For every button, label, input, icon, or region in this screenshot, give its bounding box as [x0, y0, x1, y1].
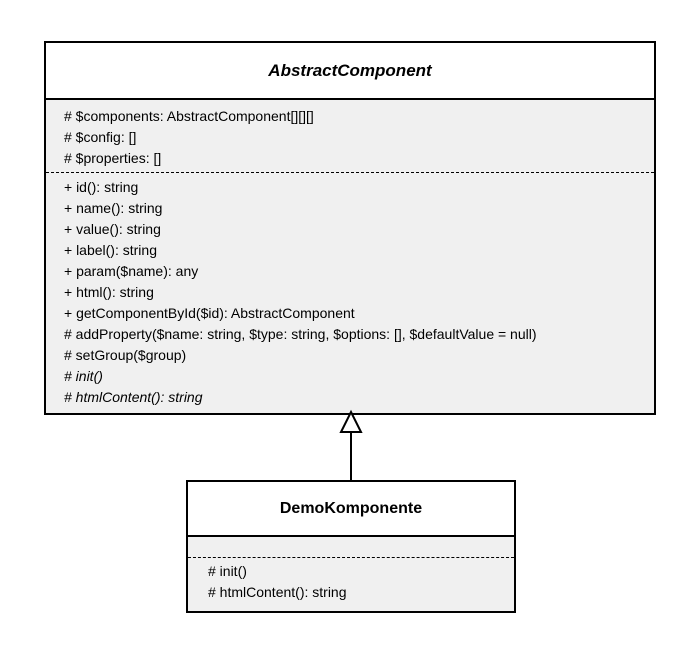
class-title-abstract-component: AbstractComponent — [46, 43, 654, 100]
operation-row-abstract: # init() — [64, 368, 103, 384]
operation-row: + param($name): any — [64, 263, 199, 279]
hollow-triangle-arrowhead-icon — [339, 409, 363, 433]
operation-row: + value(): string — [64, 221, 161, 237]
operation-row: + label(): string — [64, 242, 157, 258]
operation-row: # htmlContent(): string — [208, 584, 347, 600]
compartment-separator-dashed — [188, 557, 514, 558]
attributes-compartment-demo-komponente — [188, 537, 514, 557]
attribute-row: # $properties: [] — [64, 150, 162, 166]
operation-row: # setGroup($group) — [64, 347, 187, 363]
operation-row: + name(): string — [64, 200, 163, 216]
operation-row: + id(): string — [64, 179, 139, 195]
attribute-row: # $config: [] — [64, 129, 137, 145]
compartment-separator-dashed — [46, 172, 654, 173]
uml-class-abstract-component[interactable]: AbstractComponent # $components: Abstrac… — [44, 41, 656, 415]
attribute-row: # $components: AbstractComponent[][][] — [64, 108, 314, 124]
attributes-compartment-abstract-component: # $components: AbstractComponent[][][] #… — [46, 100, 654, 172]
class-title-demo-komponente: DemoKomponente — [188, 482, 514, 537]
uml-class-demo-komponente[interactable]: DemoKomponente # init() # htmlContent():… — [186, 480, 516, 613]
operations-compartment-demo-komponente: # init() # htmlContent(): string — [188, 558, 514, 603]
operation-row: + html(): string — [64, 284, 154, 300]
operation-row: # addProperty($name: string, $type: stri… — [64, 326, 537, 342]
operations-compartment-abstract-component: + id(): string + name(): string + value(… — [46, 173, 654, 408]
operation-row: # init() — [208, 563, 247, 579]
operation-row-abstract: # htmlContent(): string — [64, 389, 203, 405]
operation-row: + getComponentById($id): AbstractCompone… — [64, 305, 355, 321]
